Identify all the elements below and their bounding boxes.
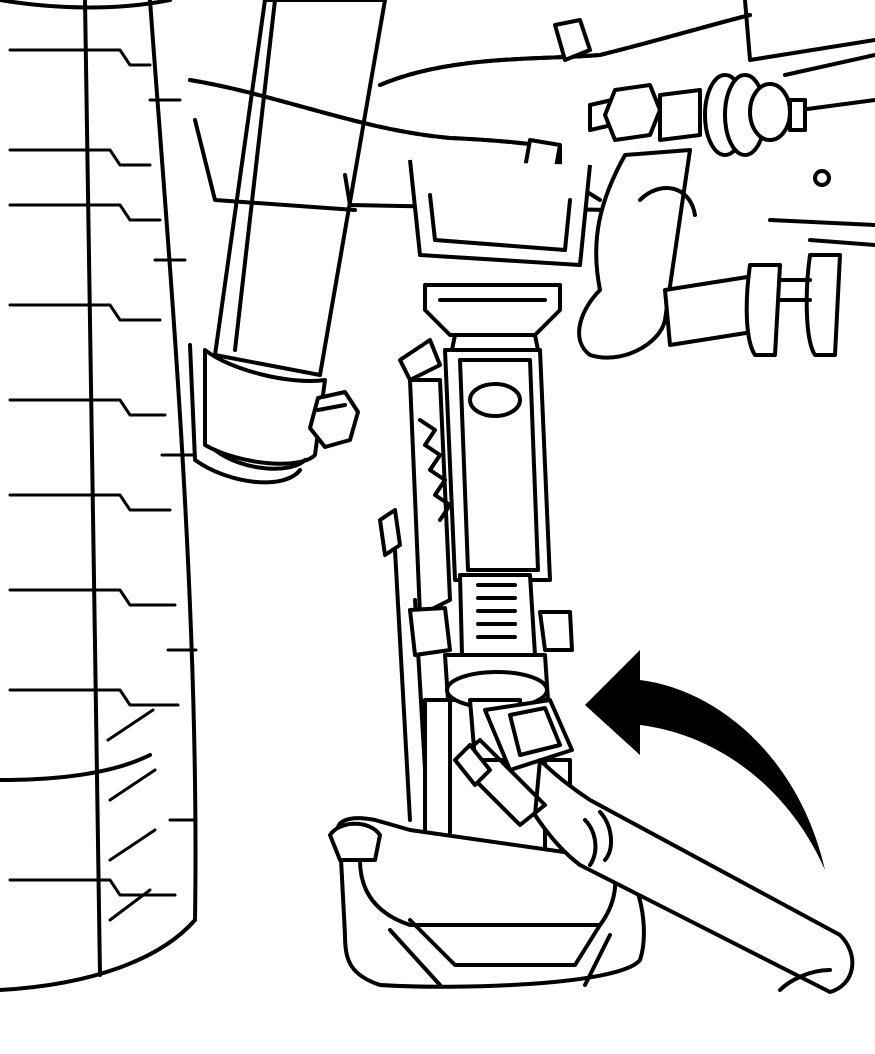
rotation-arrow-icon [585,650,825,870]
jack-base [328,816,646,989]
upper-bolt [588,83,702,142]
drive-nut [468,698,574,772]
tire-tread [8,48,198,922]
tire [0,0,198,992]
control-arm [577,73,842,360]
jack-handle [453,738,855,994]
strut [188,0,387,485]
strut-bolt [308,390,360,449]
scissor-jack [328,283,646,989]
bushing [703,73,807,157]
